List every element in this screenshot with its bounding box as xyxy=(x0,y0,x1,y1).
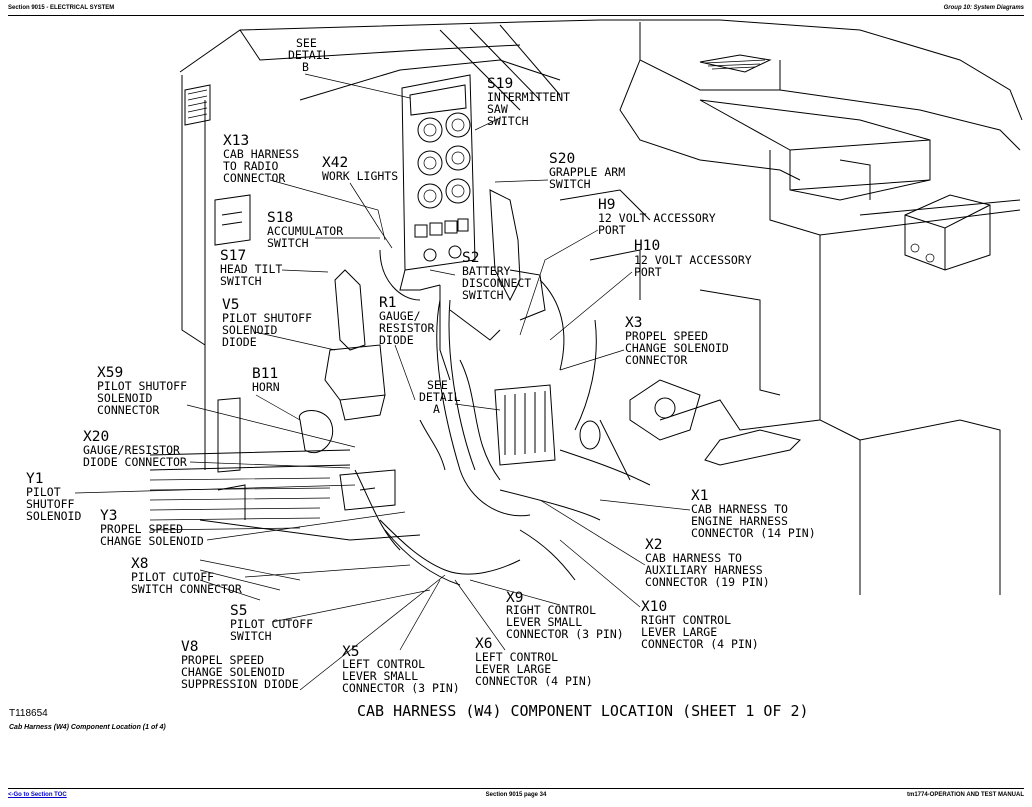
section-title: Section 9015 - ELECTRICAL SYSTEM xyxy=(8,5,115,11)
section-toc-link[interactable]: <-Go to Section TOC xyxy=(8,792,67,798)
page-number: Section 9015 page 34 xyxy=(485,792,547,798)
manual-name: tm1774-OPERATION AND TEST MANUAL xyxy=(906,792,1024,798)
figure-caption: Cab Harness (W4) Component Location (1 o… xyxy=(9,724,166,731)
instrument-panel-drawing xyxy=(399,74,476,381)
diagram-title: CAB HARNESS (W4) COMPONENT LOCATION (SHE… xyxy=(357,702,809,720)
leader-lines xyxy=(74,73,691,691)
group-title: Group 10: System Diagrams xyxy=(943,5,1024,11)
joystick-drawing xyxy=(298,189,651,586)
page-header: Section 9015 - ELECTRICAL SYSTEM Group 1… xyxy=(8,3,1024,16)
page-footer: <-Go to Section TOC Section 9015 page 34… xyxy=(8,788,1024,801)
figure-id: T118654 xyxy=(9,708,48,719)
